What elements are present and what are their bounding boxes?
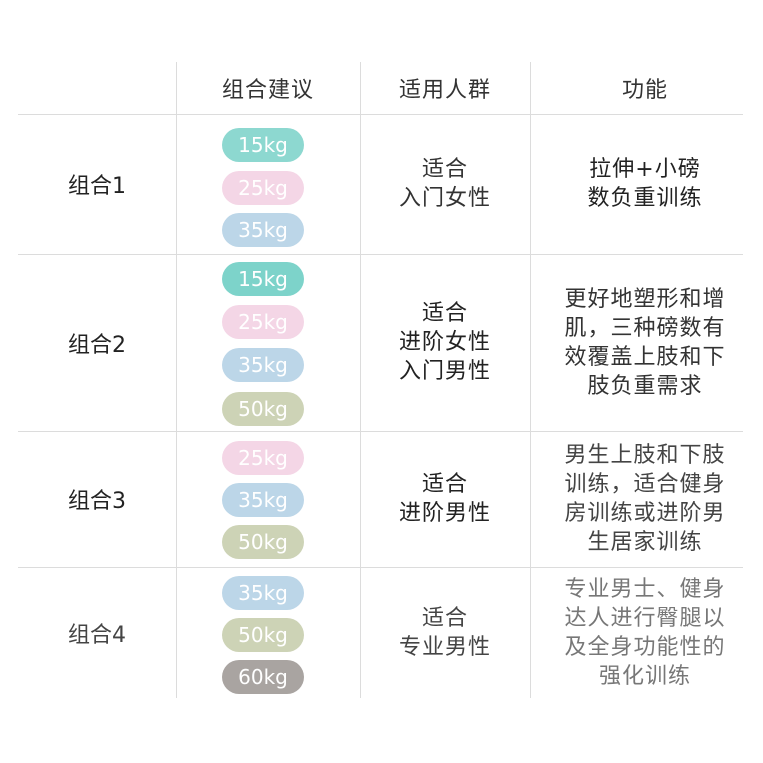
- weight-pill-50kg: 50kg: [222, 618, 304, 652]
- row-divider: [18, 114, 743, 115]
- header-audience: 适用人群: [398, 78, 491, 103]
- row-2-audience: 适合 进阶女性 入门男性: [398, 301, 491, 384]
- weight-pill-25kg: 25kg: [222, 441, 304, 475]
- weight-pill-15kg: 15kg: [222, 262, 304, 296]
- weight-pill-25kg: 25kg: [222, 171, 304, 205]
- weight-pill-35kg: 35kg: [222, 576, 304, 610]
- row-2-function: 更好地塑形和增 肌，三种磅数有 效覆盖上肢和下 肢负重需求: [564, 286, 726, 399]
- row-1-audience: 适合 入门女性: [398, 157, 491, 211]
- weight-pill-25kg: 25kg: [222, 305, 304, 339]
- weight-pill-50kg: 50kg: [222, 392, 304, 426]
- row-2-name: 组合2: [68, 332, 126, 358]
- column-divider: [176, 62, 177, 698]
- row-3-function: 男生上肢和下肢 训练，适合健身 房训练或进阶男 生居家训练: [564, 443, 726, 555]
- row-4-function: 专业男士、健身 达人进行臀腿以 及全身功能性的 强化训练: [564, 576, 726, 689]
- weight-pill-35kg: 35kg: [222, 348, 304, 382]
- weight-pill-35kg: 35kg: [222, 483, 304, 517]
- row-4-name: 组合4: [68, 622, 126, 648]
- row-1-name: 组合1: [68, 174, 126, 199]
- weight-pill-60kg: 60kg: [222, 660, 304, 694]
- row-divider: [18, 431, 743, 432]
- weight-pill-15kg: 15kg: [222, 128, 304, 162]
- header-function: 功能: [621, 78, 668, 103]
- row-divider: [18, 254, 743, 255]
- row-divider: [18, 567, 743, 568]
- column-divider: [360, 62, 361, 698]
- weight-pill-35kg: 35kg: [222, 213, 304, 247]
- header-combo: 组合建议: [221, 78, 314, 103]
- weight-pill-50kg: 50kg: [222, 525, 304, 559]
- row-3-name: 组合3: [68, 489, 126, 514]
- row-4-audience: 适合 专业男性: [398, 605, 491, 660]
- row-3-audience: 适合 进阶男性: [398, 472, 491, 526]
- column-divider: [530, 62, 531, 698]
- row-1-function: 拉伸+小磅 数负重训练: [587, 157, 703, 211]
